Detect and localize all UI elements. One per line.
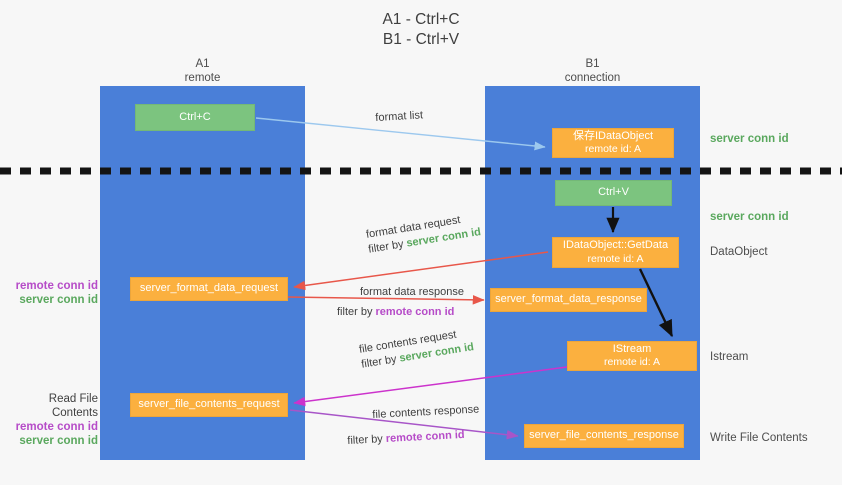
node-server-file-contents-response[interactable]: server_file_contents_response [524, 424, 684, 448]
node-server-format-data-request[interactable]: server_format_data_request [130, 277, 288, 301]
node-file-contents-request-label: server_file_contents_request [138, 398, 280, 411]
filter-prefix: filter by [347, 432, 387, 447]
label-server-conn-id-mid: server conn id [710, 211, 789, 223]
label-remote-conn-id-format: remote conn id [15, 280, 98, 292]
edge-label-format-data-response: format data response [360, 286, 464, 298]
edge-label-file-contents-request: file contents request filter by server c… [358, 325, 475, 372]
node-istream-sub: remote id: A [603, 356, 661, 368]
node-idataobject[interactable]: 保存IDataObject remote id: A [552, 128, 674, 158]
label-server-conn-id-file: server conn id [19, 435, 98, 447]
filter-key-remote-conn-id: remote conn id [385, 428, 465, 445]
label-conn-ids-format: remote conn id server conn id [6, 279, 98, 307]
node-file-contents-response-label: server_file_contents_response [529, 429, 679, 442]
label-istream: Istream [710, 351, 749, 363]
node-ctrl-c[interactable]: Ctrl+C [135, 104, 255, 131]
node-idataobject-label: 保存IDataObject [572, 129, 654, 142]
edge-label-file-contents-response: file contents response [372, 403, 480, 421]
node-ctrl-c-label: Ctrl+C [179, 110, 211, 123]
edge-label-format-data-response-filter: filter by remote conn id [337, 305, 454, 320]
edge-label-file-contents-response-filter: filter by remote conn id [347, 428, 465, 449]
node-format-data-response-label: server_format_data_response [495, 293, 642, 306]
page-title: A1 - Ctrl+C B1 - Ctrl+V [0, 10, 842, 50]
node-idataobject-getdata[interactable]: IDataObject::GetData remote id: A [552, 237, 679, 268]
node-getdata-sub: remote id: A [587, 252, 644, 265]
label-server-conn-id-top: server conn id [710, 133, 789, 145]
node-format-data-request-label: server_format_data_request [139, 282, 279, 295]
node-istream[interactable]: IStream remote id: A [567, 341, 697, 371]
node-ctrl-v[interactable]: Ctrl+V [555, 180, 672, 206]
node-ctrl-v-label: Ctrl+V [598, 186, 629, 199]
node-idataobject-sub: remote id: A [584, 143, 642, 155]
node-getdata-label: IDataObject::GetData [562, 239, 669, 251]
label-dataobject: DataObject [710, 246, 768, 258]
column-a1-name: A1 [195, 58, 210, 70]
edge-label-format-data-request: format data request filter by server con… [365, 210, 482, 257]
title-line-1: A1 - Ctrl+C [382, 11, 460, 28]
label-read-file-contents-group: Read File Contents remote conn id server… [6, 392, 98, 448]
filter-key-remote-conn-id: remote conn id [375, 306, 455, 318]
column-b1-name: B1 [585, 58, 600, 70]
column-header-b1: B1 connection [530, 57, 655, 85]
label-remote-conn-id-file: remote conn id [15, 421, 98, 433]
edge-label-format-list: format list [375, 109, 424, 124]
title-line-2: B1 - Ctrl+V [382, 31, 460, 48]
node-server-file-contents-request[interactable]: server_file_contents_request [130, 393, 288, 417]
column-a1-role: remote [184, 72, 221, 84]
phase-divider [0, 167, 842, 175]
label-read-file-contents: Read File Contents [48, 393, 98, 419]
node-istream-label: IStream [612, 342, 652, 355]
filter-prefix: filter by [337, 306, 376, 318]
label-server-conn-id-format: server conn id [19, 294, 98, 306]
column-header-a1: A1 remote [140, 57, 265, 85]
node-server-format-data-response[interactable]: server_format_data_response [490, 288, 647, 312]
label-write-file-contents: Write File Contents [710, 432, 808, 444]
column-b1-role: connection [564, 72, 621, 84]
